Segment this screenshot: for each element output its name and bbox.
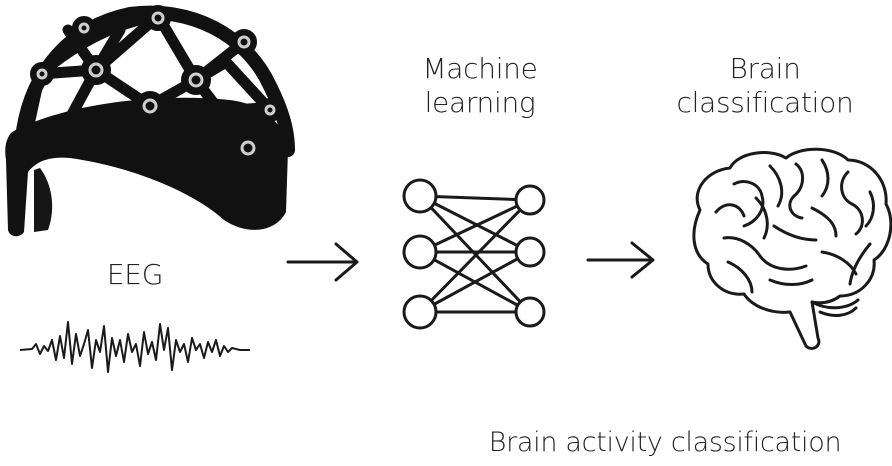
brain-classification-label: Brain classification — [660, 52, 870, 120]
brain-classification-label-line1: Brain — [729, 52, 801, 85]
diagram-caption: Brain activity classification — [488, 427, 842, 458]
right-arrow-icon — [286, 242, 359, 282]
machine-learning-label: Machine learning — [385, 52, 575, 120]
machine-learning-label-line2: learning — [424, 86, 536, 119]
eeg-label: EEG — [106, 258, 164, 291]
brain-classification-label-line2: classification — [676, 86, 854, 119]
right-arrow-icon — [586, 241, 655, 279]
neural-network-icon — [402, 178, 546, 330]
eeg-cap-icon — [5, 5, 295, 237]
eeg-waveform-icon — [19, 321, 250, 373]
machine-learning-label-line1: Machine — [422, 52, 538, 85]
brain-icon — [692, 147, 892, 350]
